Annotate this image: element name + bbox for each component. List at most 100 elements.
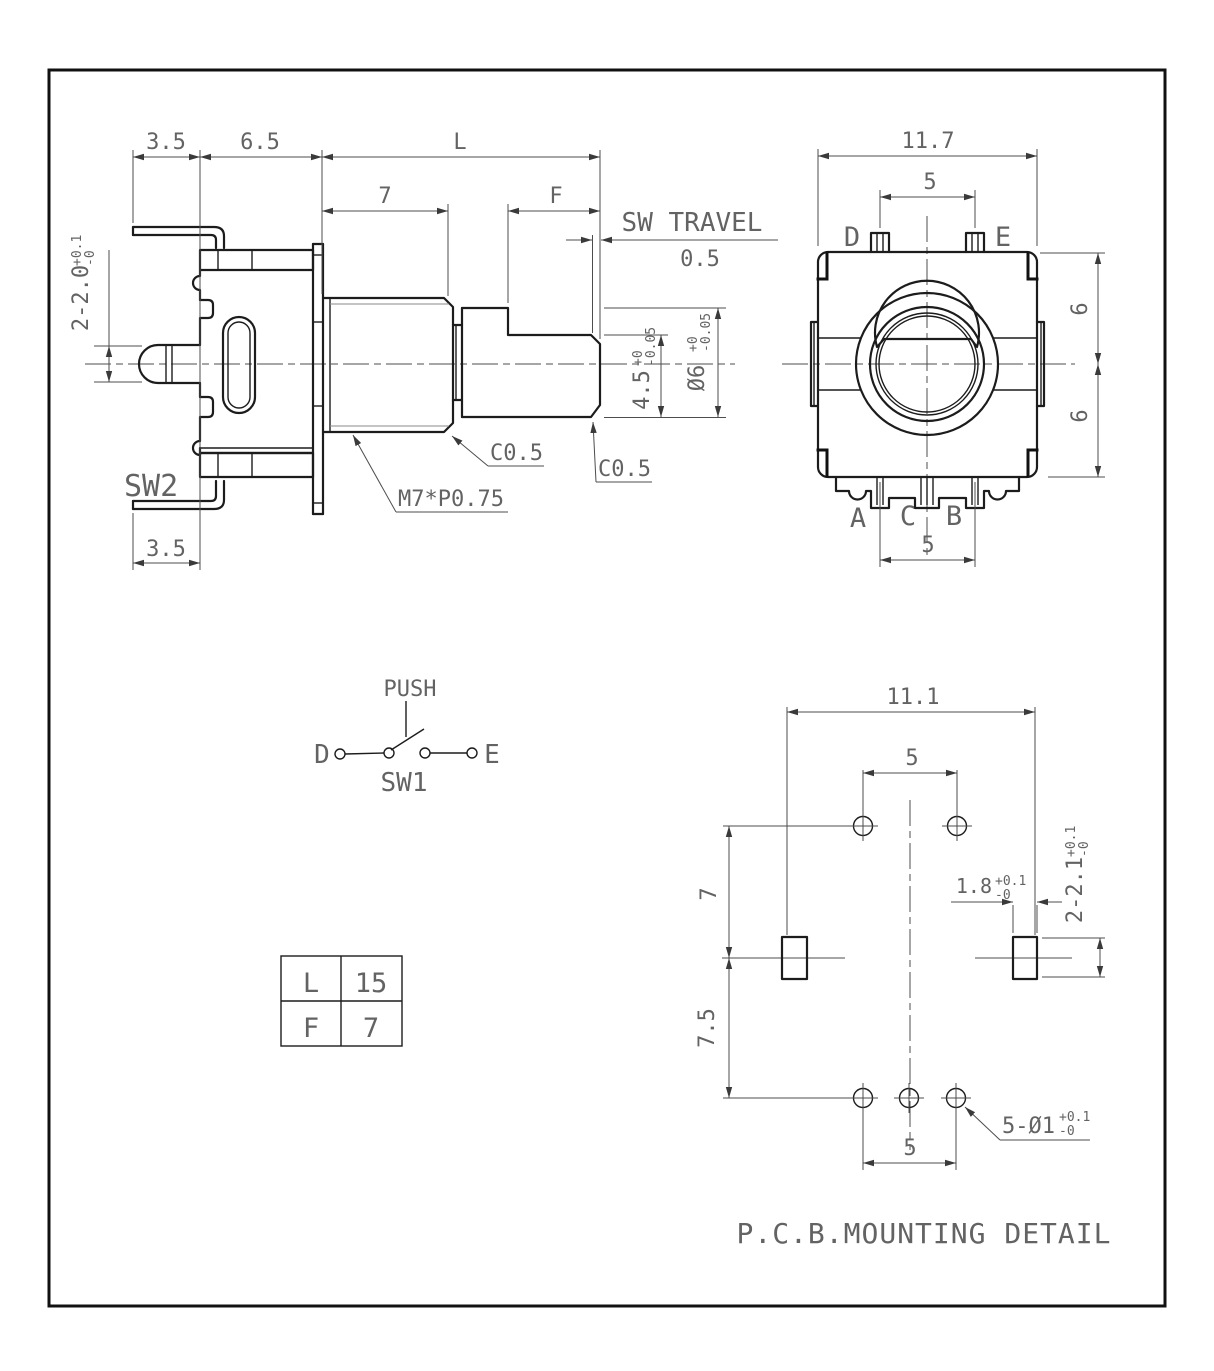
dim-2-2-1-tol-minus: -0 [1077, 841, 1092, 857]
dim-6-5: 6.5 [240, 130, 280, 155]
contact-common [383, 747, 395, 759]
contact-mid [419, 747, 431, 759]
dim-5-holes-bottom: 5 [903, 1136, 916, 1161]
dim-hole-pitch-top: 5 [862, 746, 958, 812]
terminal-pins-top [869, 231, 986, 254]
thread-label: M7*P0.75 [398, 487, 504, 512]
dim-pin-pitch-top: 5 [879, 170, 976, 228]
pcb-holes-bottom [848, 1083, 971, 1113]
front-plate [311, 242, 325, 516]
dim-pin-height: 2-2.0 +0.1 -0 [69, 235, 142, 383]
pcb-holes-top [848, 811, 972, 841]
terminal-b-label: B [946, 501, 962, 532]
dim-hole-pitch-bottom: 5 [862, 1112, 957, 1170]
dim-3-5-bottom: 3.5 [146, 537, 186, 562]
dim-slot-width: 1.8 +0.1 -0 [951, 874, 1062, 933]
dim-1-8-value: 1.8 [956, 874, 992, 898]
dim-2-2-1-value: 2-2.1 [1063, 857, 1088, 923]
dim-flat-value: 4.5 [630, 370, 655, 410]
dim-5-top: 5 [923, 170, 936, 195]
table-cell-L: L [303, 968, 319, 999]
dim-7-value: 7 [697, 887, 722, 900]
table-cell-F: F [303, 1013, 319, 1044]
dim-11-7: 11.7 [902, 129, 955, 154]
dim-5-holes-top: 5 [905, 746, 918, 771]
pcb-slot-right [1011, 935, 1039, 981]
dim-pin-tol-minus: -0 [83, 250, 98, 266]
terminal-d-label: D [844, 222, 860, 253]
spec-table: L 15 F 7 [280, 955, 403, 1047]
dim-6-6: 6 6 [1040, 252, 1105, 478]
mounting-bracket [131, 225, 226, 511]
dim-1-8-tol-plus: +0.1 [995, 874, 1026, 889]
callouts: C0.5 C0.5 M7*P0.75 [352, 421, 652, 513]
dim-dia-tol-minus: -0.05 [699, 313, 714, 352]
dim-pcb-width: 11.1 [786, 685, 1036, 935]
table-cell-7: 7 [363, 1013, 379, 1044]
dim-7-F: 7 F [322, 184, 600, 303]
dim-slot-height: 2-2.1 +0.1 -0 [1042, 826, 1105, 978]
corner-notch-tl [816, 251, 829, 281]
dim-pin-value: 2-2.0 [69, 265, 94, 331]
dim-bottom-3-5: 3.5 [132, 513, 200, 570]
dim-flat-tol-plus: +0 [631, 350, 646, 366]
front-view: D E A C B 11.7 5 [782, 129, 1105, 567]
shaft-d-hole [873, 279, 981, 349]
corner-notch-br [1026, 448, 1039, 478]
pcb-slot-left [780, 935, 809, 981]
contact-d [334, 748, 346, 760]
terminal-e-label: E [995, 222, 1011, 253]
dim-7-5-vertical: 7.5 [695, 958, 852, 1099]
sw2-label: SW2 [124, 469, 178, 504]
chamfer-label-bushing: C0.5 [490, 441, 543, 466]
side-view: 3.5 6.5 L 7 F SW TRAVEL 0.5 [69, 130, 778, 570]
pcb-detail-title: P.C.B.MOUNTING DETAIL [736, 1217, 1111, 1250]
contact-e [466, 747, 478, 759]
sw1-label: SW1 [381, 768, 428, 798]
dim-F: F [549, 184, 562, 209]
sw-travel-label: SW TRAVEL [622, 208, 763, 238]
holes-value: 5-Ø1 [1002, 1114, 1055, 1139]
shaft [451, 306, 602, 419]
dim-sw-travel: SW TRAVEL 0.5 [566, 208, 778, 333]
holes-tol-plus: +0.1 [1059, 1110, 1090, 1125]
terminal-c-label: C [900, 501, 916, 532]
bushing-outer-circle [854, 291, 1000, 437]
dim-3-5-top: 3.5 [146, 130, 186, 155]
dim-pin-tol-plus: +0.1 [70, 235, 85, 266]
switch-d-label: D [314, 740, 330, 770]
dim-L: L [453, 130, 466, 155]
dim-7-vertical: 7 [697, 825, 852, 958]
push-label: PUSH [384, 677, 437, 702]
threaded-bushing [321, 296, 455, 434]
corner-notch-bl [816, 448, 829, 478]
dim-5-bottom: 5 [921, 533, 934, 558]
dim-1-8-tol-minus: -0 [995, 888, 1011, 903]
dim-2-2-1-tol-plus: +0.1 [1064, 826, 1079, 857]
switch-schematic: PUSH D E SW1 [314, 677, 500, 798]
dim-dia-tol-plus: +0 [686, 336, 701, 352]
dim-flat-tol-minus: -0.05 [644, 327, 659, 366]
holes-tol-minus: -0 [1059, 1124, 1075, 1139]
dim-dia-value: Ø6 [685, 365, 710, 392]
oval-slot [221, 315, 257, 415]
dim-7-5-value: 7.5 [695, 1008, 720, 1048]
terminal-a-label: A [850, 503, 866, 534]
push-pin [137, 343, 202, 385]
dim-6-upper: 6 [1068, 302, 1093, 315]
chamfer-label-shaft: C0.5 [598, 457, 651, 482]
pcb-mounting-detail: 11.1 5 7 7. [695, 685, 1111, 1250]
corner-notch-tr [1026, 251, 1039, 281]
bottom-skirt [834, 475, 1021, 510]
dim-bushing-7: 7 [378, 184, 391, 209]
dim-shaft-flat: 4.5 +0 -0.05 Ø6 +0 -0.05 [604, 307, 726, 418]
drawing-border [47, 68, 1167, 1308]
dim-11-1: 11.1 [887, 685, 940, 710]
dim-6-lower: 6 [1068, 409, 1093, 422]
switch-e-label: E [484, 740, 500, 770]
terminal-pins-bottom [876, 477, 979, 514]
dim-top-chain: 3.5 6.5 L [132, 130, 601, 570]
dim-pin-pitch-bottom: 5 [879, 514, 976, 567]
sw-travel-value: 0.5 [680, 247, 720, 272]
